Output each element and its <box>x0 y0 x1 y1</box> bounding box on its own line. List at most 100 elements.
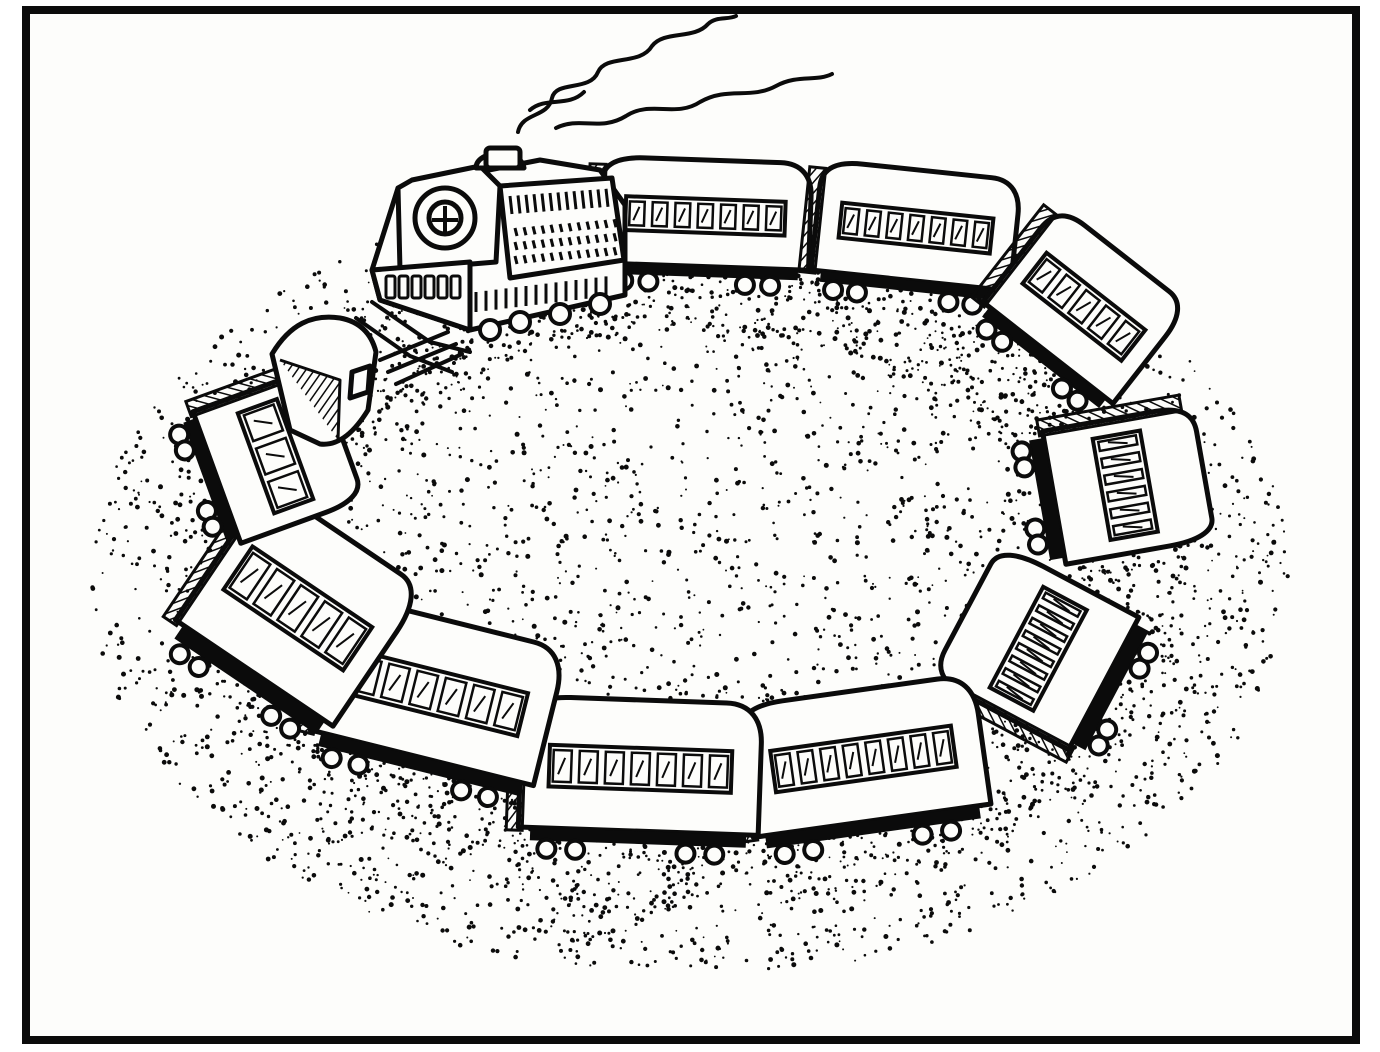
stipple-dot <box>1057 775 1061 780</box>
stipple-dot <box>607 931 611 935</box>
stipple-dot <box>1135 609 1140 614</box>
stipple-dot <box>701 876 705 879</box>
stipple-dot <box>960 353 963 357</box>
stipple-dot <box>257 741 263 747</box>
stipple-dot <box>572 930 576 934</box>
stipple-dot <box>372 873 375 876</box>
stipple-dot <box>915 397 919 401</box>
stipple-dot <box>1146 614 1149 618</box>
stipple-dot <box>610 370 615 375</box>
stipple-dot <box>909 534 914 540</box>
stipple-dot <box>664 327 670 332</box>
stipple-dot <box>660 654 663 657</box>
stipple-dot <box>1017 512 1020 515</box>
stipple-dot <box>1059 839 1063 843</box>
stipple-dot <box>439 568 445 574</box>
stipple-dot <box>1089 569 1093 573</box>
stipple-dot <box>1169 624 1173 628</box>
stipple-dot <box>593 320 599 326</box>
stipple-dot <box>960 359 963 362</box>
stipple-dot <box>483 558 488 563</box>
stipple-dot <box>940 430 946 436</box>
stipple-dot <box>397 530 403 536</box>
stipple-dot <box>1174 708 1178 712</box>
stipple-dot <box>870 841 873 844</box>
stipple-dot <box>185 381 189 385</box>
stipple-dot <box>412 874 415 876</box>
stipple-dot <box>661 899 667 905</box>
stipple-dot <box>259 791 262 794</box>
stipple-dot <box>422 821 427 825</box>
stipple-dot <box>1004 409 1009 414</box>
stipple-dot <box>547 476 550 479</box>
stipple-dot <box>940 493 946 499</box>
stipple-dot <box>1070 787 1076 792</box>
stipple-dot <box>376 873 379 877</box>
stipple-dot <box>265 308 269 313</box>
stipple-dot <box>867 459 872 463</box>
stipple-dot <box>1153 625 1159 631</box>
stipple-dot <box>774 865 778 869</box>
stipple-dot <box>363 797 366 800</box>
stipple-dot <box>417 367 420 370</box>
stipple-dot <box>487 357 492 362</box>
stipple-dot <box>355 525 359 530</box>
stipple-dot <box>487 874 492 879</box>
stipple-dot <box>468 543 471 546</box>
stipple-dot <box>1017 803 1022 808</box>
stipple-dot <box>628 407 634 412</box>
stipple-dot <box>931 507 935 512</box>
stipple-dot <box>466 924 472 930</box>
stipple-dot <box>1125 602 1130 606</box>
stipple-dot <box>536 376 540 380</box>
stipple-dot <box>369 480 371 483</box>
stipple-dot <box>1276 505 1280 509</box>
stipple-dot <box>518 876 521 879</box>
stipple-dot <box>552 333 556 337</box>
stipple-dot <box>1056 790 1060 794</box>
stipple-dot <box>372 867 377 872</box>
stipple-dot <box>948 551 954 557</box>
stipple-dot <box>578 408 582 413</box>
stipple-dot <box>584 679 587 683</box>
stipple-dot <box>678 387 684 393</box>
stipple-dot <box>710 309 715 314</box>
stipple-dot <box>438 404 443 409</box>
stipple-dot <box>945 850 948 853</box>
stipple-dot <box>181 692 187 698</box>
stipple-dot <box>771 328 775 332</box>
stipple-dot <box>530 484 535 489</box>
stipple-dot <box>450 884 455 888</box>
stipple-dot <box>803 941 808 946</box>
stipple-dot <box>888 363 891 366</box>
stipple-dot <box>848 452 853 457</box>
stipple-dot <box>376 779 380 782</box>
stipple-dot <box>916 859 921 863</box>
stipple-dot <box>617 558 622 563</box>
stipple-dot <box>148 629 152 633</box>
stipple-dot <box>430 808 434 812</box>
stipple-dot <box>788 285 792 289</box>
stipple-dot <box>682 895 686 899</box>
stipple-dot <box>395 422 399 426</box>
stipple-dot <box>1019 876 1024 882</box>
stipple-dot <box>1251 630 1256 635</box>
stipple-dot <box>1177 791 1181 794</box>
stipple-dot <box>924 516 930 522</box>
stipple-dot <box>709 290 714 295</box>
stipple-dot <box>521 450 527 456</box>
stipple-dot <box>1041 772 1046 777</box>
stipple-dot <box>899 319 905 324</box>
stipple-dot <box>652 898 656 902</box>
stipple-dot <box>619 465 625 470</box>
stipple-dot <box>524 603 528 607</box>
stipple-dot <box>1235 478 1239 483</box>
stipple-dot <box>610 325 615 331</box>
stipple-dot <box>928 405 934 411</box>
stipple-dot <box>885 288 890 293</box>
stipple-dot <box>247 747 252 751</box>
stipple-dot <box>230 739 235 743</box>
stipple-dot <box>968 498 972 502</box>
stipple-dot <box>629 388 633 392</box>
stipple-dot <box>339 862 343 866</box>
